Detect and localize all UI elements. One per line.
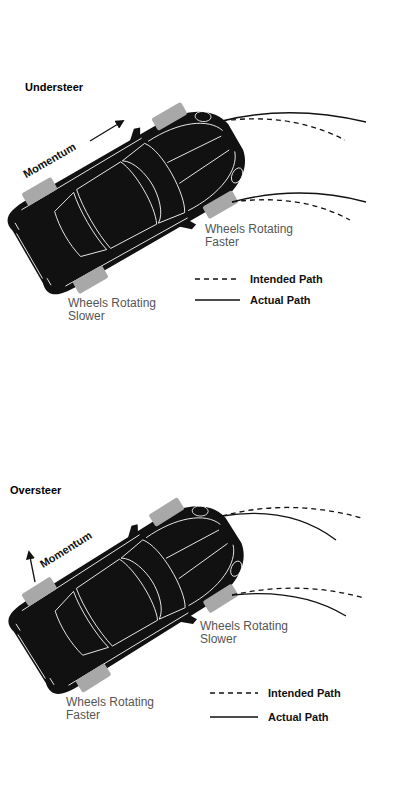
momentum-label: Momentum	[21, 140, 78, 180]
intended-path-sample	[210, 692, 258, 693]
momentum-label: Momentum	[38, 529, 94, 570]
intended-path	[232, 200, 350, 220]
momentum-arrow	[90, 121, 123, 141]
legend-label: Intended Path	[268, 687, 341, 699]
actual-path-sample	[195, 299, 240, 300]
actual-path	[232, 594, 346, 616]
legend-label: Intended Path	[250, 273, 323, 285]
intended-path	[222, 119, 345, 140]
wheel-label: Wheels Rotating Slower	[200, 620, 295, 646]
wheel-label: Wheels Rotating Slower	[68, 297, 163, 323]
intended-path-sample	[195, 278, 240, 279]
wheel-label: Wheels Rotating Faster	[66, 696, 161, 722]
actual-path-sample	[210, 716, 258, 717]
intended-path	[222, 507, 362, 518]
legend-label: Actual Path	[268, 711, 329, 723]
momentum-arrow	[29, 552, 35, 582]
panel-heading: Understeer	[25, 81, 83, 93]
wheel-label: Wheels Rotating Faster	[205, 223, 300, 249]
legend-label: Actual Path	[250, 294, 311, 306]
actual-path	[222, 113, 366, 122]
panel-heading: Oversteer	[10, 484, 61, 496]
actual-path	[222, 513, 336, 540]
